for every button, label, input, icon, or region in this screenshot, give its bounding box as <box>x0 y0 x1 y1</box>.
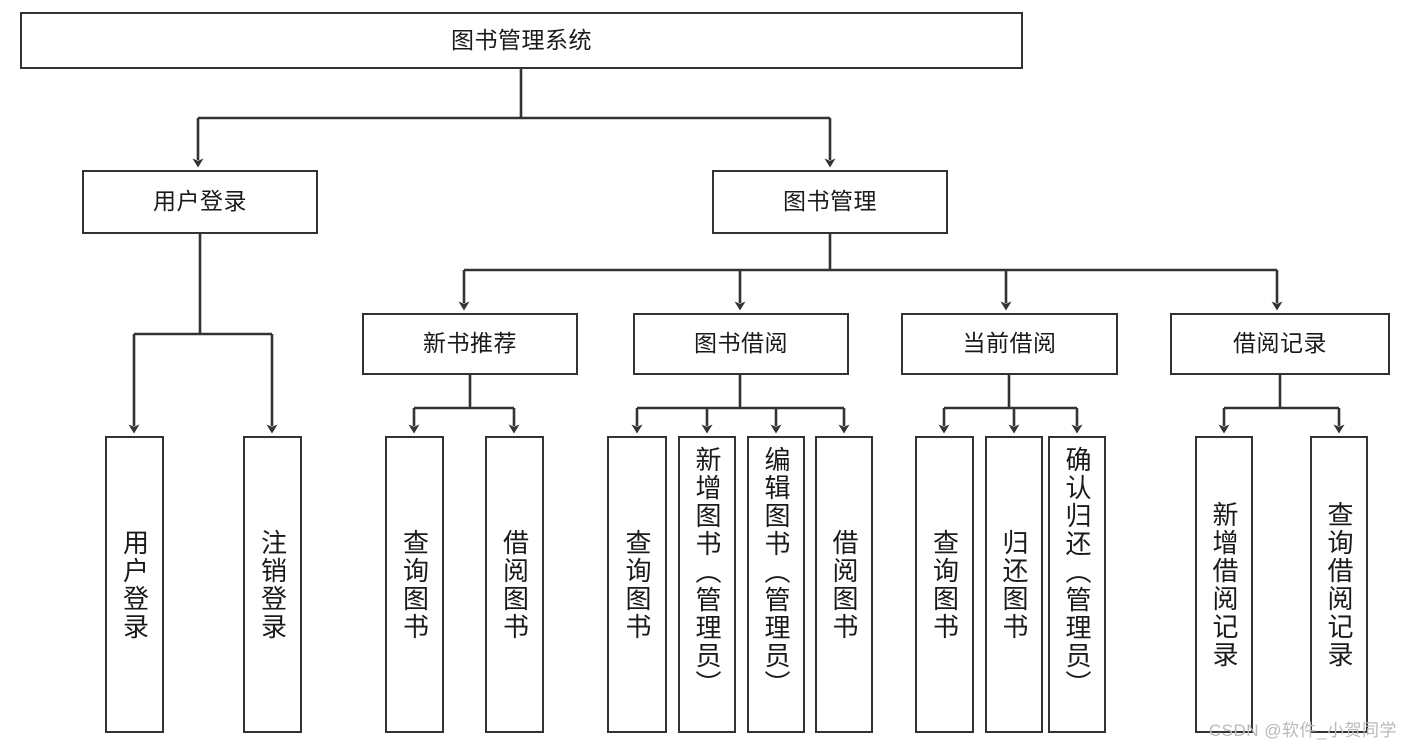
node-current-borrow-label: 当前借阅 <box>962 330 1057 357</box>
node-leaf-logout-label: 注销登录 <box>257 528 288 641</box>
node-leaf-query-book-3-label: 查询图书 <box>929 528 960 641</box>
node-leaf-add-book-admin-label: 新增图书（管理员） <box>692 446 722 698</box>
node-leaf-borrow-book-2[interactable]: 借阅图书 <box>815 436 873 733</box>
node-leaf-add-borrow-record[interactable]: 新增借阅记录 <box>1195 436 1253 733</box>
node-leaf-query-book-1-label: 查询图书 <box>399 528 430 641</box>
node-book-manage[interactable]: 图书管理 <box>712 170 948 234</box>
node-new-book-recommend[interactable]: 新书推荐 <box>362 313 578 375</box>
node-leaf-add-book-admin[interactable]: 新增图书（管理员） <box>678 436 736 733</box>
node-leaf-user-login[interactable]: 用户登录 <box>105 436 164 733</box>
node-leaf-add-borrow-record-label: 新增借阅记录 <box>1209 500 1239 669</box>
node-leaf-edit-book-admin-label: 编辑图书（管理员） <box>761 446 791 698</box>
node-user-login[interactable]: 用户登录 <box>82 170 318 234</box>
node-borrow-record-label: 借阅记录 <box>1233 330 1327 357</box>
node-user-login-label: 用户登录 <box>153 188 247 215</box>
watermark: CSDN @软件_小贺同学 <box>1208 721 1397 740</box>
node-leaf-return-book[interactable]: 归还图书 <box>985 436 1043 733</box>
node-leaf-confirm-return-admin[interactable]: 确认归还（管理员） <box>1048 436 1106 733</box>
node-leaf-query-book-2-label: 查询图书 <box>622 528 652 641</box>
node-leaf-borrow-book-2-label: 借阅图书 <box>829 528 859 641</box>
node-current-borrow[interactable]: 当前借阅 <box>901 313 1118 375</box>
node-leaf-query-borrow-record[interactable]: 查询借阅记录 <box>1310 436 1368 733</box>
node-leaf-borrow-book-1[interactable]: 借阅图书 <box>485 436 544 733</box>
node-leaf-confirm-return-admin-label: 确认归还（管理员） <box>1062 446 1092 698</box>
node-leaf-return-book-label: 归还图书 <box>999 528 1029 641</box>
node-leaf-borrow-book-1-label: 借阅图书 <box>499 528 530 641</box>
node-leaf-query-borrow-record-label: 查询借阅记录 <box>1324 500 1354 669</box>
node-leaf-query-book-2[interactable]: 查询图书 <box>607 436 667 733</box>
node-root-label: 图书管理系统 <box>451 26 592 53</box>
node-book-borrow[interactable]: 图书借阅 <box>633 313 849 375</box>
node-new-book-recommend-label: 新书推荐 <box>423 330 517 357</box>
node-leaf-query-book-3[interactable]: 查询图书 <box>915 436 974 733</box>
node-root[interactable]: 图书管理系统 <box>20 12 1023 69</box>
node-leaf-logout[interactable]: 注销登录 <box>243 436 302 733</box>
node-leaf-query-book-1[interactable]: 查询图书 <box>385 436 444 733</box>
node-leaf-user-login-label: 用户登录 <box>119 528 150 641</box>
node-borrow-record[interactable]: 借阅记录 <box>1170 313 1390 375</box>
node-book-manage-label: 图书管理 <box>783 188 877 215</box>
node-book-borrow-label: 图书借阅 <box>694 330 788 357</box>
node-leaf-edit-book-admin[interactable]: 编辑图书（管理员） <box>747 436 805 733</box>
